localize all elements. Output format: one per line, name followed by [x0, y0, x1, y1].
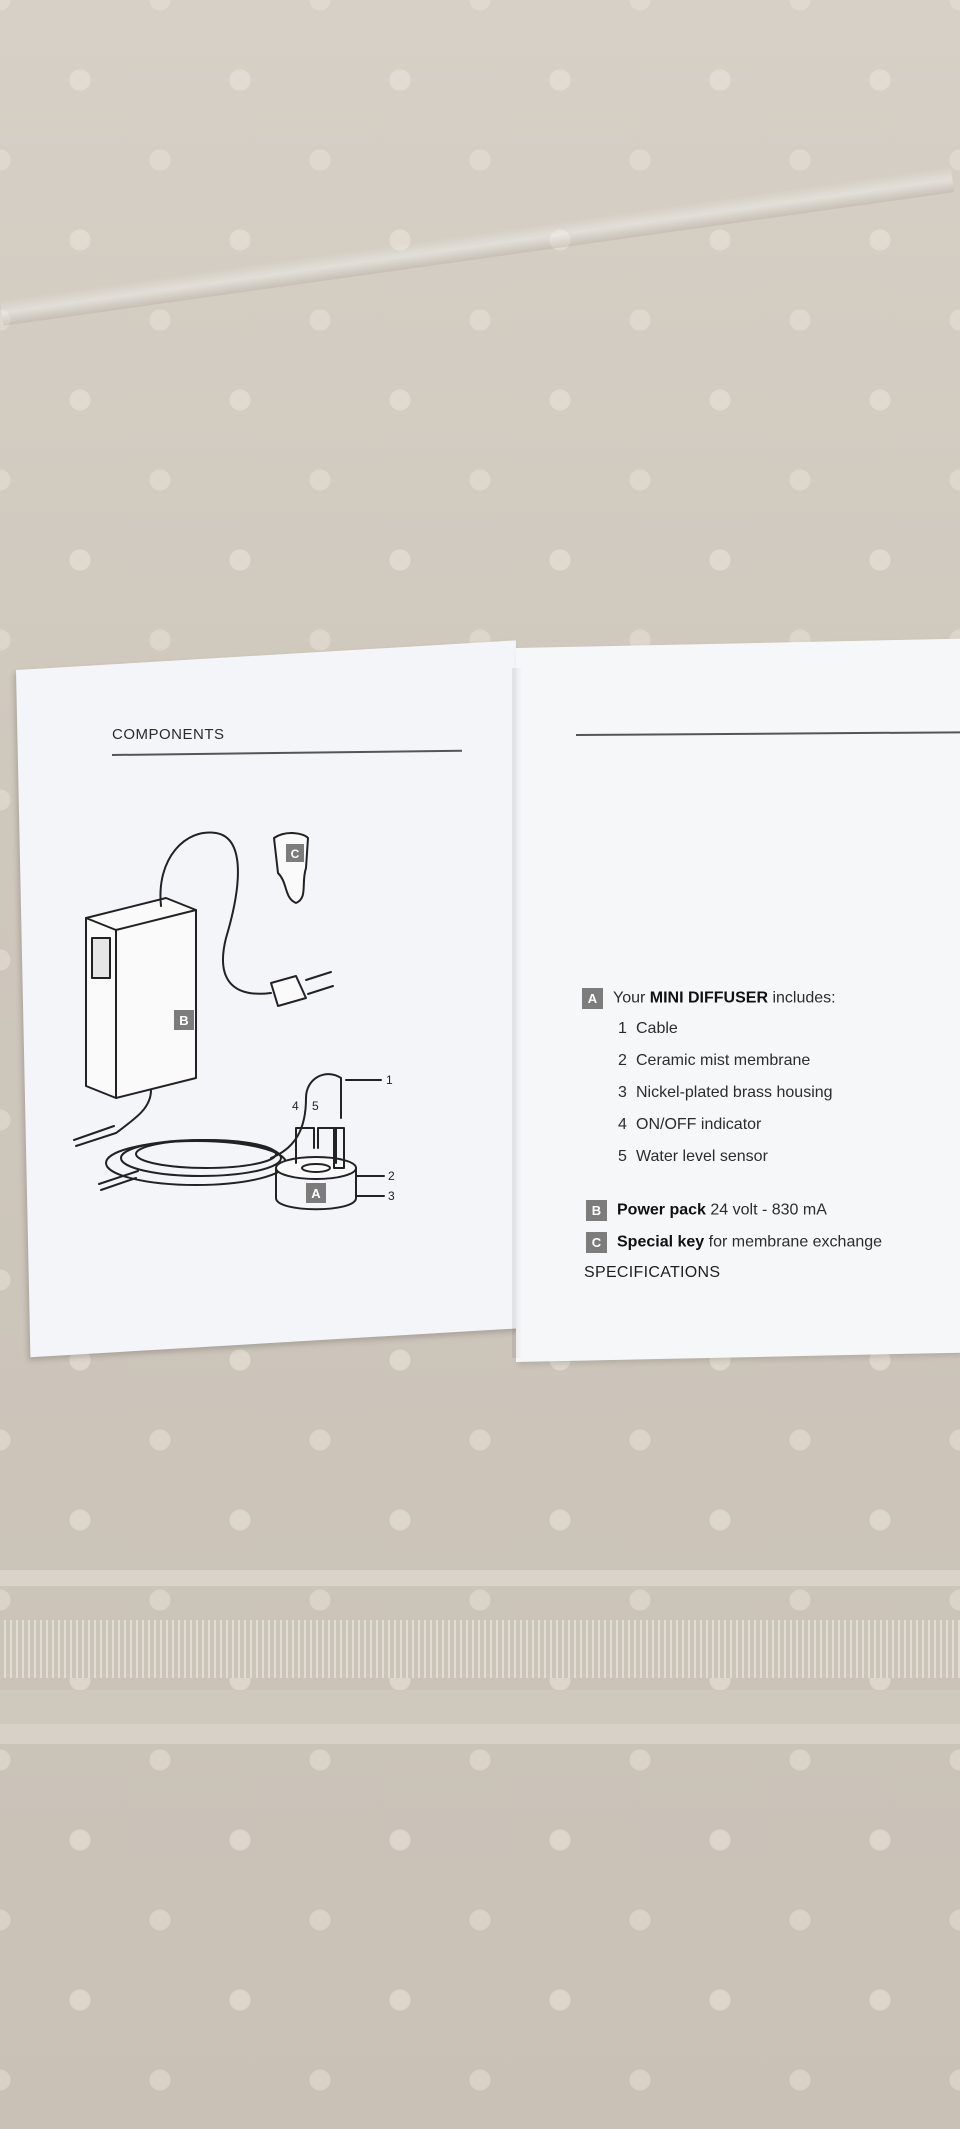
- callout-a: A: [311, 1186, 321, 1201]
- components-diagram: B C A 1 2 3 4 5: [73, 831, 395, 1211]
- item-number: 3: [618, 1084, 627, 1101]
- section-c: C Special key for membrane exchange: [586, 1232, 882, 1253]
- list-item: 1 Cable: [618, 1020, 678, 1038]
- callout-2: 2: [388, 1169, 395, 1183]
- list-item: 3 Nickel-plated brass housing: [618, 1084, 833, 1102]
- callout-c: C: [291, 847, 300, 861]
- power-pack-drawing: [73, 831, 334, 1147]
- power-pack-label: Power pack: [617, 1201, 706, 1219]
- callout-3: 3: [388, 1189, 395, 1203]
- power-pack-spec: 24 volt - 830 mA: [705, 1201, 827, 1219]
- badge-b: B: [586, 1200, 607, 1221]
- instruction-booklet: COMPONENTS: [16, 638, 960, 1364]
- booklet-gutter: [512, 668, 522, 1358]
- badge-c: C: [586, 1232, 607, 1253]
- cloth-stripe: [0, 1724, 960, 1744]
- diffuser-drawing: [275, 1127, 357, 1211]
- callout-5: 5: [312, 1099, 319, 1113]
- product-name: MINI DIFFUSER: [649, 989, 768, 1007]
- list-item: 2 Ceramic mist membrane: [618, 1052, 810, 1070]
- cloth-woven-band: [0, 1620, 960, 1678]
- list-item: 5 Water level sensor: [618, 1148, 768, 1166]
- item-text: Cable: [636, 1020, 678, 1037]
- callout-1: 1: [386, 1073, 393, 1087]
- item-text: Water level sensor: [636, 1148, 768, 1165]
- special-key-desc: for membrane exchange: [704, 1233, 883, 1251]
- item-number: 1: [618, 1020, 627, 1037]
- section-a-header: A Your MINI DIFFUSER includes:: [582, 988, 836, 1009]
- cloth-stripe: [0, 1690, 960, 1724]
- components-title: COMPONENTS: [112, 726, 225, 743]
- special-key-label: Special key: [617, 1233, 705, 1251]
- section-a-suffix: includes:: [768, 989, 836, 1007]
- callout-4: 4: [292, 1099, 299, 1113]
- item-text: ON/OFF indicator: [636, 1116, 762, 1133]
- coiled-cable-drawing: [98, 1073, 342, 1191]
- cloth-stripe: [0, 1570, 960, 1586]
- item-number: 5: [618, 1148, 627, 1165]
- section-a-prefix: Your: [613, 989, 650, 1007]
- item-number: 2: [618, 1052, 627, 1069]
- list-item: 4 ON/OFF indicator: [618, 1116, 761, 1134]
- item-number: 4: [618, 1116, 627, 1133]
- callout-b: B: [179, 1013, 188, 1028]
- item-text: Ceramic mist membrane: [636, 1052, 811, 1069]
- specifications-heading: SPECIFICATIONS: [584, 1264, 721, 1281]
- item-text: Nickel-plated brass housing: [636, 1084, 833, 1101]
- badge-a: A: [582, 988, 603, 1009]
- special-key-drawing: [273, 832, 309, 904]
- section-b: B Power pack 24 volt - 830 mA: [586, 1200, 827, 1221]
